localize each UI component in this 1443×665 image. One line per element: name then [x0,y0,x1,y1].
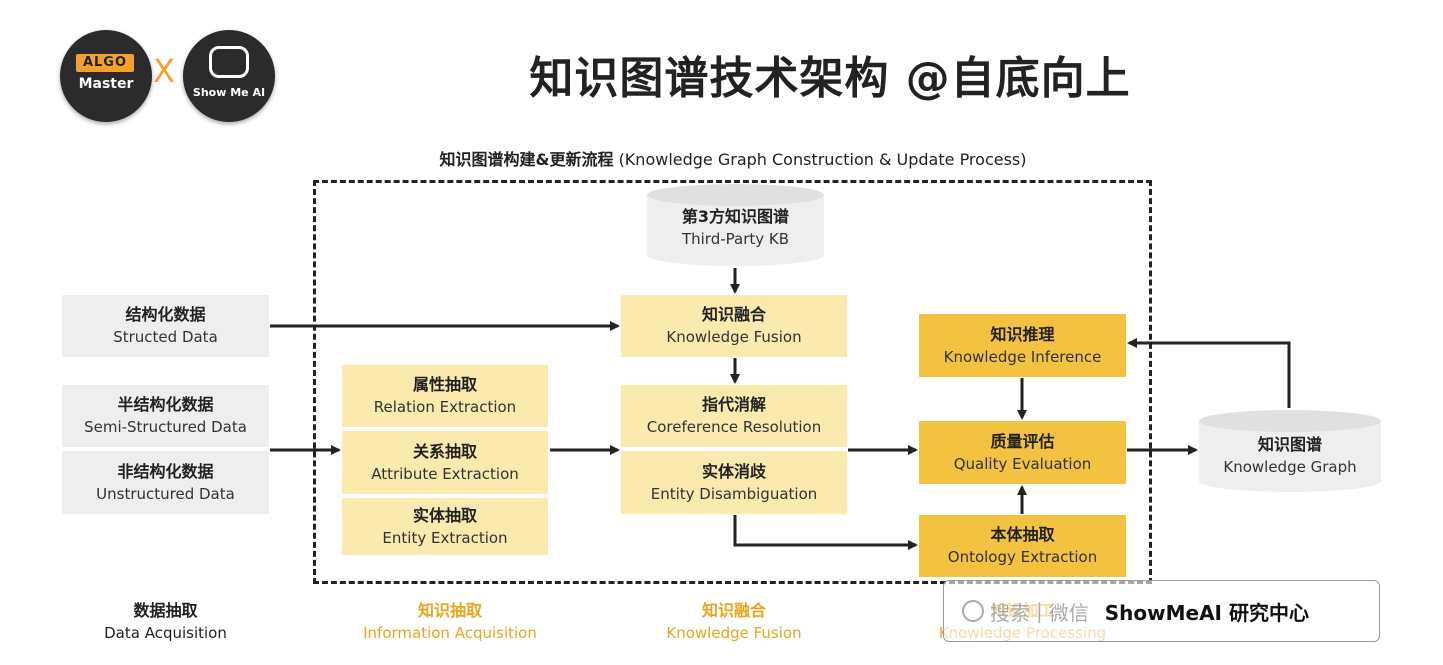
knowledge-inference-cn: 知识推理 [990,324,1055,344]
ontology-extraction-box: 本体抽取 Ontology Extraction [919,515,1126,577]
knowledge-inference-en: Knowledge Inference [943,347,1102,366]
stage-data-acquisition-cn: 数据抽取 [133,601,198,620]
entity-disambiguation-cn: 实体消歧 [701,461,766,481]
source-structured-en: Structed Data [113,328,218,346]
knowledge-fusion-cn: 知识融合 [701,305,766,324]
wechat-search-watermark: 搜索 | 微信 ShowMeAI 研究中心 [943,580,1380,642]
watermark-wechat-text: 微信 [1048,600,1089,625]
algo-master-text: Master [78,76,134,92]
knowledge-graph-en: Knowledge Graph [1223,458,1357,476]
stage-information-acquisition-en: Information Acquisition [363,624,537,642]
watermark-separator: | [1036,599,1043,623]
coreference-resolution-box: 指代消解 Coreference Resolution [621,385,847,447]
source-structured-data: 结构化数据 Structed Data [62,295,269,357]
source-semi-structured-data: 半结构化数据 Semi-Structured Data [62,385,269,447]
relation-extraction-box: 属性抽取 Relation Extraction [342,365,548,427]
coreference-resolution-en: Coreference Resolution [646,418,822,436]
cylinder-bottom [647,244,824,266]
stage-knowledge-fusion-cn: 知识融合 [701,601,766,620]
third-party-kb-cylinder: 第3方知识图谱 Third-Party KB [647,184,824,266]
third-party-kb-cn: 第3方知识图谱 [681,207,790,226]
section-caption-cn: 知识图谱构建&更新流程 [439,150,614,169]
entity-extraction-cn: 实体抽取 [412,505,477,525]
attribute-extraction-en: Attribute Extraction [371,464,519,483]
source-unstructured-en: Unstructured Data [96,484,235,503]
knowledge-graph-label: 知识图谱 Knowledge Graph [1199,434,1381,478]
entity-disambiguation-en: Entity Disambiguation [650,484,818,503]
cylinder-top [647,184,824,206]
section-caption: 知识图谱构建&更新流程 (Knowledge Graph Constructio… [313,146,1153,170]
quality-evaluation-en: Quality Evaluation [953,454,1092,473]
ontology-extraction-en: Ontology Extraction [947,548,1098,566]
source-structured-cn: 结构化数据 [125,305,206,324]
arrow-graph-to-inference [1127,338,1291,408]
watermark-search-text: 搜索 [990,600,1030,625]
stage-knowledge-fusion-en: Knowledge Fusion [666,624,802,642]
entity-disambiguation-box: 实体消歧 Entity Disambiguation [621,451,847,514]
source-unstructured-data: 非结构化数据 Unstructured Data [62,451,269,514]
knowledge-graph-cylinder: 知识图谱 Knowledge Graph [1199,410,1381,492]
attribute-extraction-cn: 关系抽取 [412,441,477,461]
entity-extraction-box: 实体抽取 Entity Extraction [342,498,548,555]
algo-badge: ALGO [76,54,134,72]
stage-knowledge-fusion: 知识融合 Knowledge Fusion [621,600,847,644]
cylinder-bottom [1199,470,1381,492]
coreference-resolution-cn: 指代消解 [701,395,766,414]
section-caption-en: (Knowledge Graph Construction & Update P… [618,150,1027,169]
algo-master-logo: ALGO Master [60,30,152,122]
stage-information-acquisition-cn: 知识抽取 [417,601,482,620]
showmeai-logo-text: Show Me AI [192,86,266,99]
showmeai-logo: Show Me AI [183,30,275,122]
third-party-kb-en: Third-Party KB [681,230,790,248]
relation-extraction-en: Relation Extraction [373,398,517,416]
third-party-kb-label: 第3方知识图谱 Third-Party KB [647,206,824,250]
source-semi-structured-cn: 半结构化数据 [117,395,214,414]
relation-extraction-cn: 属性抽取 [412,375,477,394]
attribute-extraction-box: 关系抽取 Attribute Extraction [342,431,548,494]
robot-face-icon [209,46,249,78]
logo-times-sign: X [153,52,175,90]
source-unstructured-cn: 非结构化数据 [117,461,214,481]
knowledge-inference-box: 知识推理 Knowledge Inference [919,314,1126,377]
watermark-brand: ShowMeAI 研究中心 [1104,600,1309,625]
knowledge-fusion-en: Knowledge Fusion [666,328,802,346]
search-icon [962,600,984,622]
knowledge-fusion-box: 知识融合 Knowledge Fusion [621,295,847,357]
ontology-extraction-cn: 本体抽取 [990,525,1055,544]
stage-data-acquisition: 数据抽取 Data Acquisition [62,600,269,644]
stage-data-acquisition-en: Data Acquisition [104,624,227,642]
knowledge-graph-cn: 知识图谱 [1257,435,1322,454]
page-title: 知识图谱技术架构 @自底向上 [529,53,1131,104]
cylinder-top [1199,410,1381,432]
quality-evaluation-cn: 质量评估 [990,431,1055,451]
entity-extraction-en: Entity Extraction [382,528,508,547]
quality-evaluation-box: 质量评估 Quality Evaluation [919,421,1126,484]
source-semi-structured-en: Semi-Structured Data [84,418,247,436]
stage-information-acquisition: 知识抽取 Information Acquisition [330,600,570,644]
